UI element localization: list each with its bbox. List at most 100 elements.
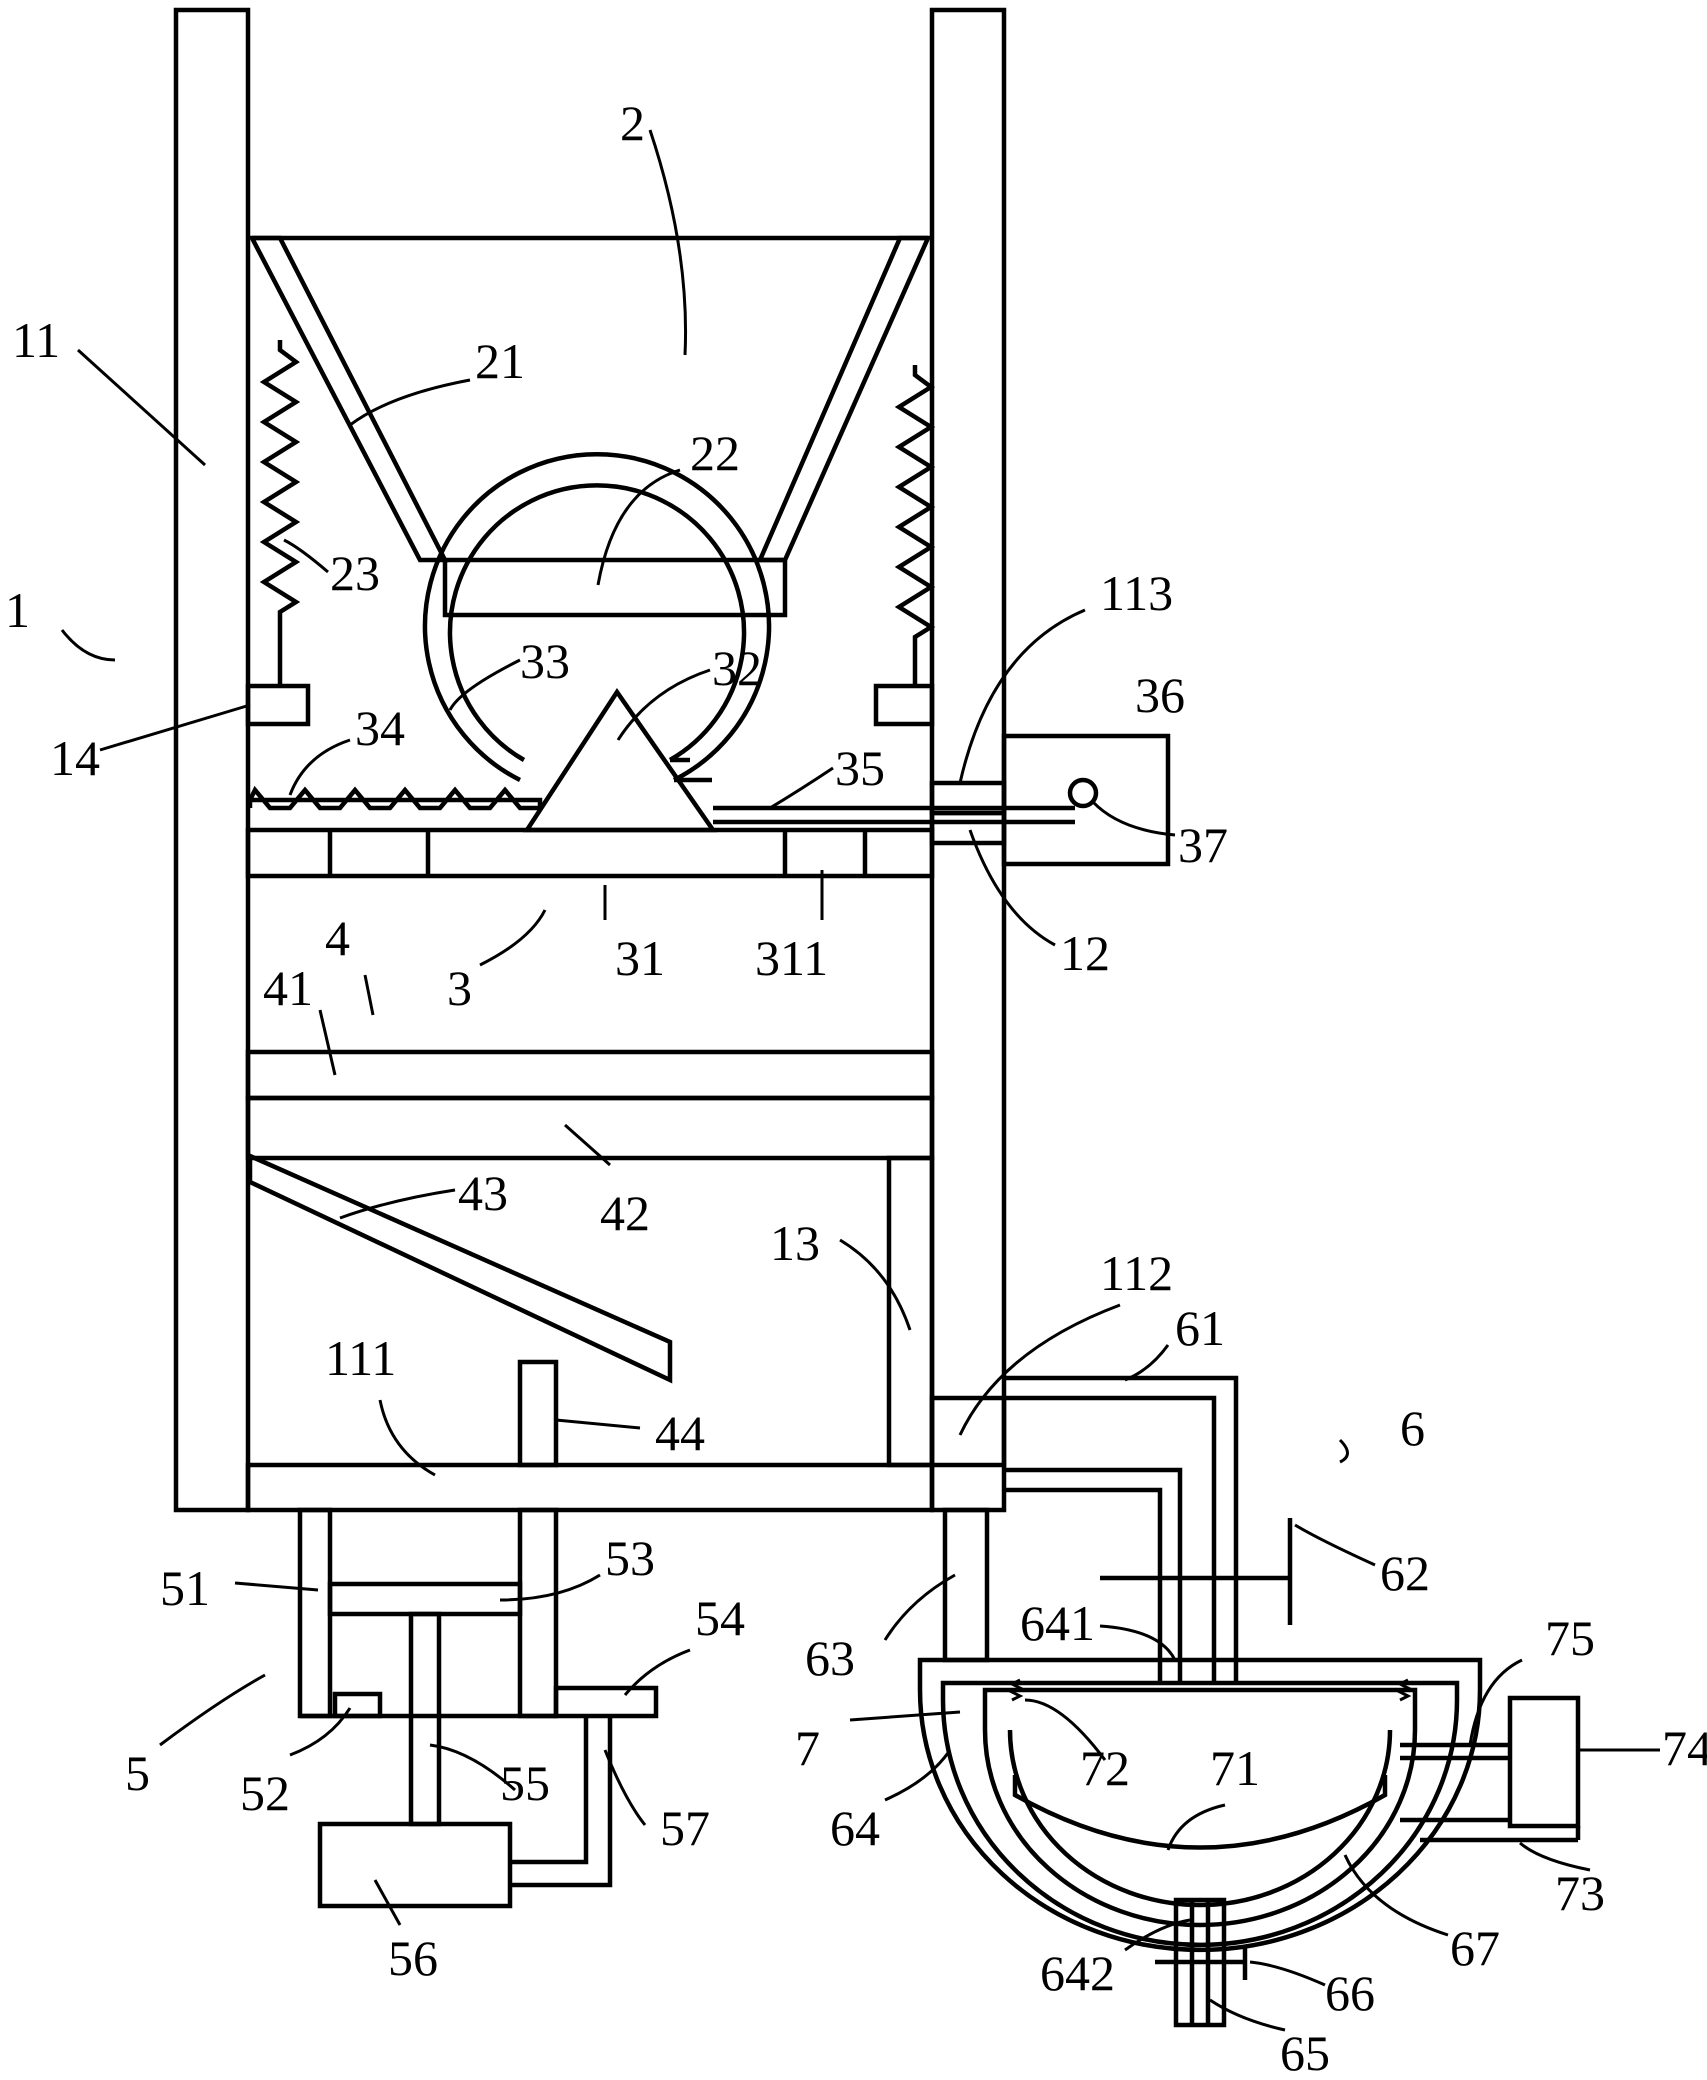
- motor-shaft: [1067, 777, 1099, 809]
- label-36: 36: [1135, 667, 1185, 723]
- leader-32: [616, 668, 711, 741]
- label-63: 63: [805, 1630, 855, 1686]
- label-41: 41: [263, 960, 313, 1016]
- leader-6: [1338, 1438, 1349, 1464]
- heater-67: [1012, 1775, 1388, 1850]
- label-11: 11: [12, 312, 60, 368]
- leader-21: [349, 378, 471, 427]
- leader-4: [363, 974, 375, 1016]
- bottom-beam: [245, 1462, 935, 1513]
- label-35: 35: [835, 740, 885, 796]
- label-113: 113: [1100, 565, 1173, 621]
- label-4: 4: [325, 910, 350, 966]
- label-31: 31: [615, 930, 665, 986]
- label-7: 7: [795, 1720, 820, 1776]
- leader-63: [883, 1573, 956, 1641]
- hopper-outlet-block: [442, 557, 788, 618]
- label-54: 54: [695, 1590, 745, 1646]
- leader-113: [958, 608, 1086, 784]
- label-66: 66: [1325, 1965, 1375, 2021]
- serrated-plate: [247, 785, 543, 811]
- leader-11: [76, 348, 207, 467]
- crushing-unit: [245, 452, 1171, 879]
- spring-left: [259, 340, 301, 686]
- leader-72: [1024, 1698, 1107, 1761]
- label-12: 12: [1060, 925, 1110, 981]
- leader-54: [623, 1648, 691, 1696]
- label-3: 3: [447, 960, 472, 1016]
- label-65: 65: [1280, 2025, 1330, 2080]
- label-67: 67: [1450, 1920, 1500, 1976]
- hopper: [248, 235, 936, 686]
- leader-12: [968, 829, 1056, 947]
- leader-112: [958, 1303, 1121, 1436]
- label-22: 22: [690, 425, 740, 481]
- support-block-right: [873, 683, 935, 727]
- screen-plate: [245, 827, 935, 879]
- basket-71-outer: [982, 1687, 1418, 1928]
- label-32: 32: [712, 640, 762, 696]
- plate-54: [553, 1685, 659, 1719]
- label-42: 42: [600, 1185, 650, 1241]
- baffle-44: [517, 1359, 559, 1468]
- label-13: 13: [770, 1215, 820, 1271]
- leader-43: [339, 1188, 456, 1220]
- drum-outer: [422, 452, 772, 783]
- label-72: 72: [1080, 1740, 1130, 1796]
- left-column: [173, 7, 251, 1513]
- reference-labels: 2 11 1 21 22 23 33 32 14 34 113 36 35 37…: [5, 95, 1707, 2080]
- label-5: 5: [125, 1745, 150, 1801]
- layer-41: [245, 1049, 935, 1101]
- label-23: 23: [330, 545, 380, 601]
- label-6: 6: [1400, 1400, 1425, 1456]
- label-14: 14: [50, 730, 100, 786]
- leader-7: [849, 1710, 961, 1722]
- label-37: 37: [1178, 817, 1228, 873]
- label-2: 2: [620, 95, 645, 151]
- leader-14: [99, 703, 251, 752]
- label-61: 61: [1175, 1300, 1225, 1356]
- leader-73: [1519, 1841, 1591, 1872]
- pipe-61b-inner: [1004, 1487, 1163, 1685]
- leader-53: [499, 1573, 601, 1602]
- drain-assembly: [917, 1375, 1581, 2028]
- spring-72-left: [1008, 1678, 1024, 1702]
- label-64: 64: [830, 1800, 880, 1856]
- leader-62: [1294, 1523, 1376, 1567]
- pipe-61-outer: [1004, 1375, 1239, 1685]
- right-column: [929, 7, 1007, 1513]
- leader-34: [288, 738, 351, 796]
- label-51: 51: [160, 1560, 210, 1616]
- leader-111: [378, 1399, 436, 1477]
- label-62: 62: [1380, 1545, 1430, 1601]
- leader-37: [1091, 800, 1176, 837]
- label-34: 34: [355, 700, 405, 756]
- post-right: [517, 1507, 559, 1719]
- support-block-left: [245, 683, 311, 727]
- label-112: 112: [1100, 1245, 1173, 1301]
- rod-55: [408, 1611, 442, 1827]
- leg-63: [942, 1507, 990, 1663]
- leader-5: [159, 1673, 266, 1747]
- slider-53: [327, 1581, 523, 1617]
- label-641: 641: [1020, 1595, 1095, 1651]
- label-1: 1: [5, 582, 30, 638]
- label-71: 71: [1210, 1740, 1260, 1796]
- leader-44: [555, 1418, 641, 1430]
- label-53: 53: [605, 1530, 655, 1586]
- leader-642: [1124, 1918, 1191, 1952]
- pump-56: [317, 1821, 513, 1909]
- label-55: 55: [500, 1755, 550, 1811]
- leader-55: [429, 1743, 516, 1792]
- leader-71: [1166, 1803, 1226, 1851]
- inclined-plate: [247, 1152, 673, 1384]
- block-52: [332, 1691, 383, 1719]
- pipe-61b-outer: [1004, 1467, 1183, 1685]
- leader-66: [1249, 1960, 1326, 1987]
- lift-assembly: [297, 1507, 659, 1909]
- pipe-57-outer: [510, 1716, 613, 1888]
- leader-1: [60, 629, 116, 662]
- basket-71-inner: [1007, 1729, 1393, 1908]
- label-44: 44: [655, 1405, 705, 1461]
- leader-65: [1209, 1998, 1286, 2032]
